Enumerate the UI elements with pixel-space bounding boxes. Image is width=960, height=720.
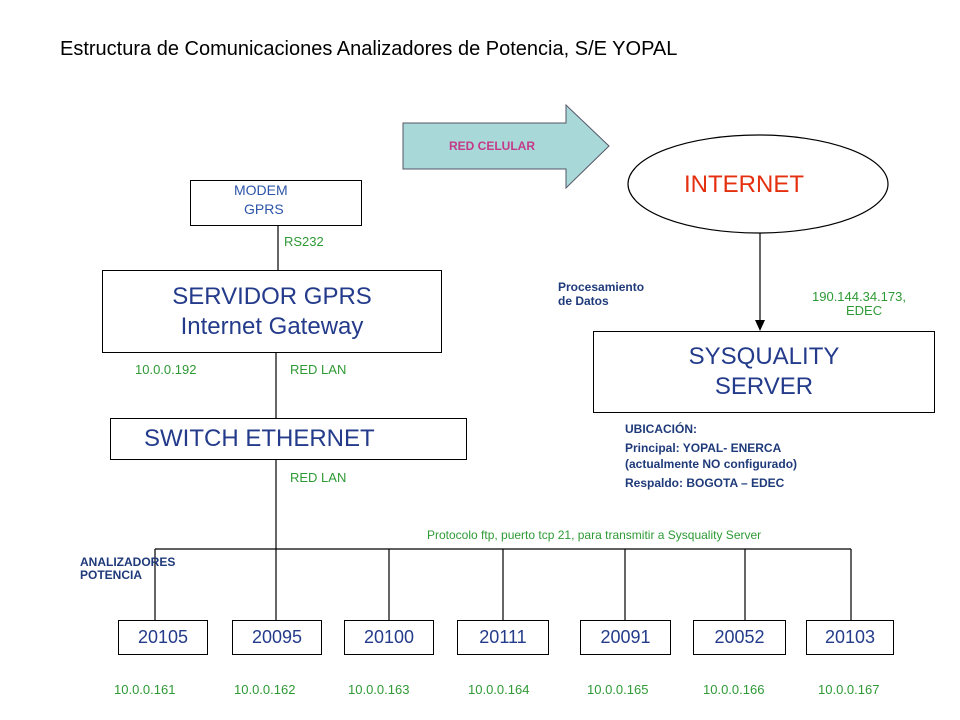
analyzer-box: 20095 — [232, 620, 322, 655]
analyzer-ip: 10.0.0.161 — [114, 682, 176, 697]
analyzer-box: 20100 — [344, 620, 434, 655]
analyzer-box: 20103 — [806, 620, 894, 655]
red-lan-label-1: RED LAN — [290, 362, 347, 377]
servidor-line1: SERVIDOR GPRS — [172, 282, 372, 310]
analyzer-box: 20105 — [118, 620, 208, 655]
ubicacion-line2: Principal: YOPAL- ENERCA — [625, 441, 782, 455]
red-lan-label-2: RED LAN — [290, 470, 347, 485]
servidor-gprs-box: SERVIDOR GPRS Internet Gateway — [102, 270, 442, 353]
analizadores-line1: ANALIZADORES — [80, 555, 176, 569]
analizadores-line2: POTENCIA — [80, 568, 143, 582]
sysquality-line2: SERVER — [714, 373, 814, 400]
internet-cloud — [627, 134, 889, 234]
modem-line1: MODEM — [234, 182, 288, 198]
red-celular-label: RED CELULAR — [449, 139, 535, 153]
red-celular-arrow — [402, 103, 610, 190]
analyzer-ip: 10.0.0.164 — [468, 682, 530, 697]
switch-ethernet-box: SWITCH ETHERNET — [110, 418, 467, 460]
modem-gprs-box — [190, 180, 362, 226]
analyzer-id: 20105 — [137, 627, 189, 647]
analyzer-id: 20100 — [363, 627, 415, 647]
analyzer-ip: 10.0.0.163 — [348, 682, 410, 697]
internet-label: INTERNET — [684, 171, 804, 198]
analyzer-id: 20103 — [824, 627, 876, 647]
sysquality-server-box: SYSQUALITY SERVER — [593, 331, 935, 413]
analyzer-id: 20091 — [600, 627, 651, 647]
server-ip-label: 10.0.0.192 — [135, 362, 197, 377]
page-title: Estructura de Comunicaciones Analizadore… — [60, 38, 678, 60]
analyzer-id: 20052 — [714, 627, 765, 647]
analyzer-id: 20095 — [251, 627, 303, 647]
analyzer-id: 20111 — [479, 627, 527, 647]
switch-label: SWITCH ETHERNET — [144, 425, 375, 452]
public-ip-line1: 190.144.34.173, — [812, 289, 906, 304]
rs232-label: RS232 — [284, 234, 324, 249]
ubicacion-line1: UBICACIÓN: — [625, 422, 697, 436]
procesamiento-line2: de Datos — [558, 294, 609, 308]
modem-line2: GPRS — [244, 201, 284, 217]
analyzer-ip: 10.0.0.167 — [818, 682, 880, 697]
ubicacion-line4: Respaldo: BOGOTA – EDEC — [625, 476, 785, 490]
analyzer-ip: 10.0.0.165 — [587, 682, 649, 697]
analyzer-ip: 10.0.0.166 — [703, 682, 765, 697]
arrowhead — [755, 320, 765, 331]
ubicacion-line3: (actualmente NO configurado) — [625, 457, 798, 471]
analyzer-ip: 10.0.0.162 — [234, 682, 296, 697]
servidor-line2: Internet Gateway — [180, 312, 364, 340]
analyzer-box: 20052 — [693, 620, 786, 655]
public-ip-line2: EDEC — [846, 303, 883, 318]
protocol-note: Protocolo ftp, puerto tcp 21, para trans… — [427, 528, 762, 542]
analyzer-box: 20111 — [457, 620, 549, 655]
sysquality-line1: SYSQUALITY — [688, 343, 840, 370]
analyzer-box: 20091 — [580, 620, 671, 655]
procesamiento-line1: Procesamiento — [558, 280, 645, 294]
